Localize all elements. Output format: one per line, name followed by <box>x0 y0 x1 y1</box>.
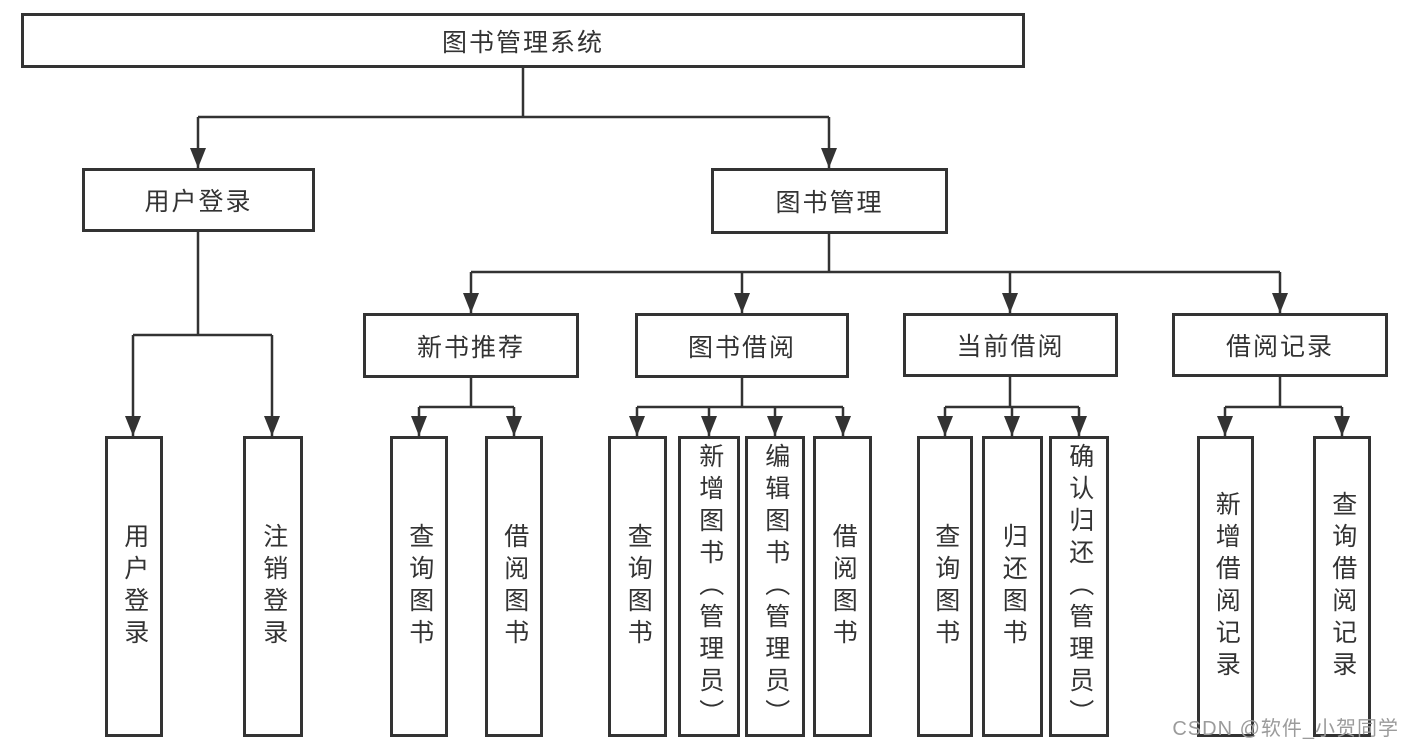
node-book-borrow: 图书借阅 <box>635 313 849 378</box>
node-user-login-label: 用户登录 <box>144 188 253 216</box>
leaf-query-book-2-label: 查询图书 <box>624 522 653 651</box>
leaf-borrow-book-2-label: 借阅图书 <box>829 522 858 651</box>
connector-book-borrow-children <box>629 378 851 436</box>
node-current-borrow: 当前借阅 <box>903 313 1118 377</box>
node-current-borrow-label: 当前借阅 <box>956 333 1065 361</box>
leaf-edit-book-admin-label: 编辑图书（管理员） <box>761 442 790 731</box>
watermark: CSDN @软件_小贺同学 <box>1172 718 1399 740</box>
leaf-logout: 注销登录 <box>243 436 303 737</box>
leaf-confirm-return-admin: 确认归还（管理员） <box>1049 436 1109 737</box>
leaf-add-borrow-record-label: 新增借阅记录 <box>1212 490 1241 683</box>
leaf-logout-label: 注销登录 <box>259 522 288 651</box>
connector-current-borrow-children <box>937 377 1087 436</box>
leaf-user-login: 用户登录 <box>105 436 163 737</box>
leaf-confirm-return-admin-label: 确认归还（管理员） <box>1065 442 1094 731</box>
leaf-borrow-book-1-label: 借阅图书 <box>500 522 529 651</box>
node-root: 图书管理系统 <box>21 13 1025 68</box>
connector-new-book-children <box>411 378 522 436</box>
node-borrow-record: 借阅记录 <box>1172 313 1388 377</box>
leaf-query-borrow-record: 查询借阅记录 <box>1313 436 1371 737</box>
connector-book-management-children <box>463 234 1288 313</box>
leaf-borrow-book-1: 借阅图书 <box>485 436 543 737</box>
leaf-return-book-label: 归还图书 <box>999 522 1028 651</box>
node-book-management: 图书管理 <box>711 168 948 234</box>
leaf-query-book-1-label: 查询图书 <box>405 522 434 651</box>
leaf-query-book-3: 查询图书 <box>917 436 973 737</box>
node-new-book-recommend-label: 新书推荐 <box>416 333 525 362</box>
connector-user-login-children <box>125 232 280 436</box>
leaf-borrow-book-2: 借阅图书 <box>813 436 872 737</box>
leaf-query-book-2: 查询图书 <box>608 436 667 737</box>
leaf-return-book: 归还图书 <box>982 436 1043 737</box>
connector-borrow-record-children <box>1217 377 1350 436</box>
node-user-login: 用户登录 <box>82 168 315 232</box>
node-book-management-label: 图书管理 <box>775 189 884 217</box>
leaf-user-login-label: 用户登录 <box>120 522 149 651</box>
node-new-book-recommend: 新书推荐 <box>363 313 579 378</box>
leaf-query-book-1: 查询图书 <box>390 436 448 737</box>
connector-root-to-level2 <box>190 68 837 168</box>
leaf-add-book-admin: 新增图书（管理员） <box>678 436 740 737</box>
leaf-edit-book-admin: 编辑图书（管理员） <box>745 436 805 737</box>
node-book-borrow-label: 图书借阅 <box>687 333 796 362</box>
node-root-label: 图书管理系统 <box>441 28 604 57</box>
leaf-query-borrow-record-label: 查询借阅记录 <box>1328 490 1357 683</box>
node-borrow-record-label: 借阅记录 <box>1225 333 1334 361</box>
leaf-query-book-3-label: 查询图书 <box>931 522 960 651</box>
leaf-add-borrow-record: 新增借阅记录 <box>1197 436 1254 737</box>
leaf-add-book-admin-label: 新增图书（管理员） <box>695 442 724 731</box>
